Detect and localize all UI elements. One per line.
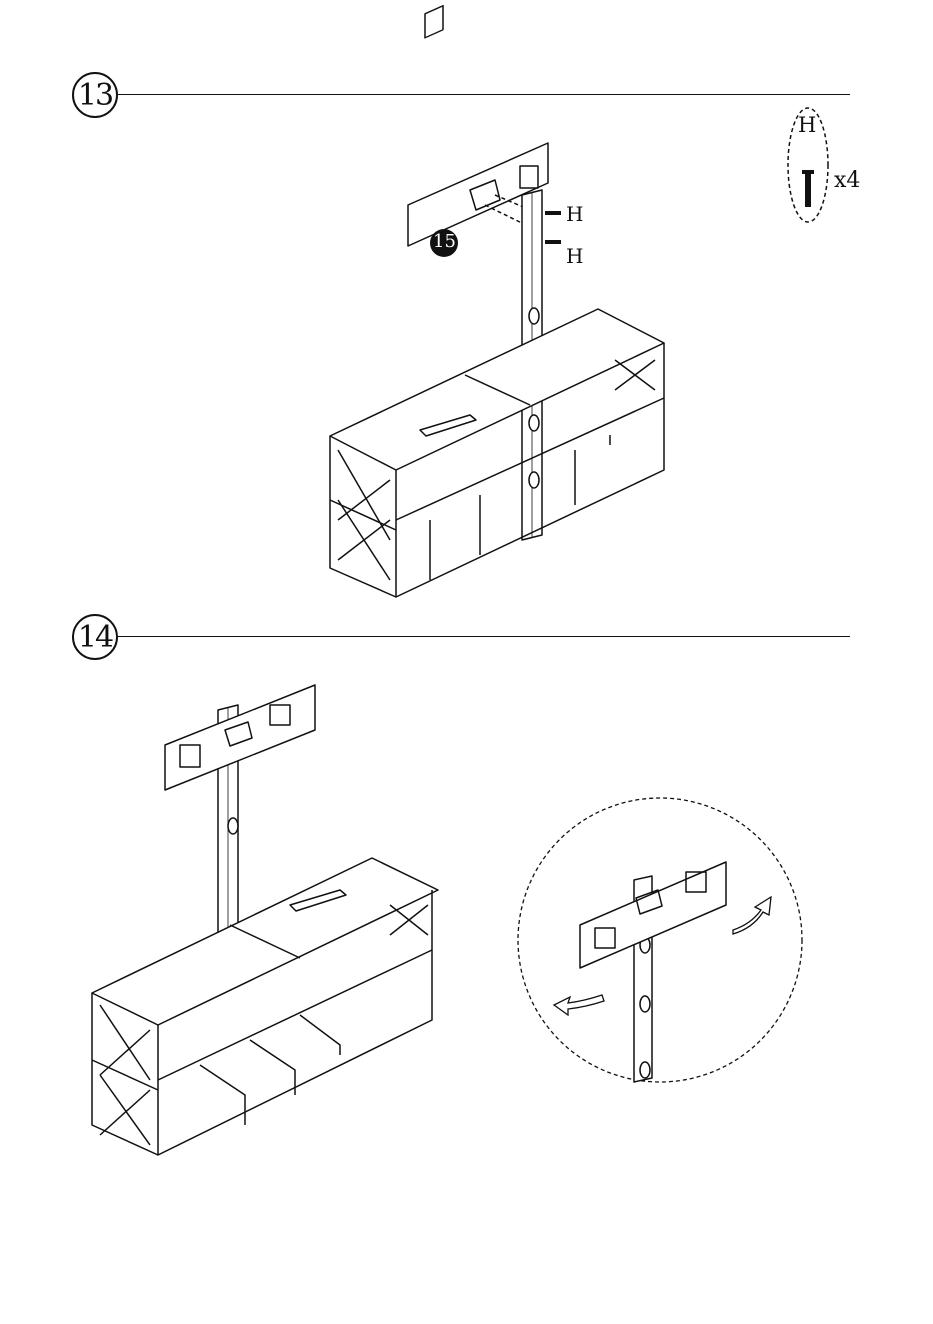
rotation-detail bbox=[518, 798, 802, 1082]
tv-bracket bbox=[165, 685, 315, 790]
